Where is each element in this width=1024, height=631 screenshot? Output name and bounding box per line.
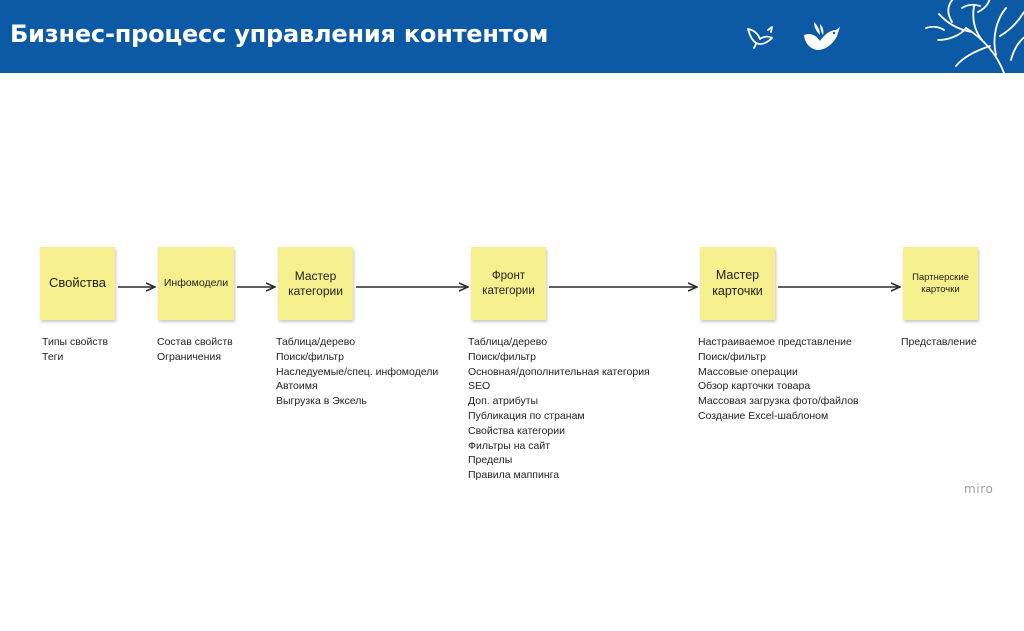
detail-item: Создание Excel-шаблоном: [698, 409, 829, 422]
sticky-note-label: Фронт категории: [482, 270, 535, 297]
bird-icon: [804, 22, 840, 50]
detail-item: Типы свойств: [42, 336, 109, 348]
detail-item: Свойства категории: [468, 424, 565, 437]
detail-item: Настраиваемое представление: [698, 336, 852, 348]
detail-item: Теги: [42, 350, 64, 363]
sticky-note-label: Свойства: [48, 275, 107, 291]
sticky-note-properties[interactable]: Свойства: [40, 247, 115, 320]
detail-item: Таблица/дерево: [276, 336, 356, 348]
detail-item: Основная/дополнительная категория: [468, 365, 650, 378]
detail-item: Поиск/фильтр: [698, 350, 766, 363]
header-bar: Бизнес-процесс управления контентом: [0, 0, 1024, 73]
tree-branches-icon: [925, 0, 1024, 73]
detail-item: Автоимя: [276, 380, 318, 393]
sticky-note-partner-cards[interactable]: Партнерские карточки: [903, 247, 978, 320]
detail-item: SEO: [468, 380, 491, 393]
sticky-note-front-categories[interactable]: Фронт категории: [471, 247, 546, 320]
sticky-note-master-categories[interactable]: Мастер категории: [278, 247, 353, 320]
stage-details-front-categories: Таблица/дерево Поиск/фильтр Основная/доп…: [468, 335, 650, 483]
detail-item: Правила маппинга: [468, 469, 560, 482]
detail-item: Наследуемые/спец. инфомодели: [276, 365, 439, 378]
sticky-note-label: Инфомодели: [163, 276, 229, 289]
detail-item: Обзор карточки товара: [698, 380, 811, 393]
page-title: Бизнес-процесс управления контентом: [10, 20, 549, 48]
detail-item: Состав свойств: [157, 336, 233, 348]
detail-item: Ограничения: [157, 350, 221, 363]
detail-item: Массовые операции: [698, 365, 798, 378]
stage-details-master-card: Настраиваемое представление Поиск/фильтр…: [698, 335, 859, 424]
stage-details-properties: Типы свойств Теги: [42, 335, 108, 365]
miro-watermark: miro: [964, 482, 994, 496]
detail-item: Поиск/фильтр: [468, 350, 536, 363]
stage-details-partner-cards: Представление: [901, 335, 977, 350]
stage-details-master-categories: Таблица/дерево Поиск/фильтр Наследуемые/…: [276, 335, 438, 409]
stage-details-infomodels: Состав свойств Ограничения: [157, 335, 233, 365]
sticky-note-master-card[interactable]: Мастер карточки: [700, 247, 775, 320]
detail-item: Таблица/дерево: [468, 336, 548, 348]
bird-icon: [747, 26, 773, 49]
sticky-note-infomodels[interactable]: Инфомодели: [158, 247, 234, 320]
detail-item: Доп. атрибуты: [468, 395, 539, 408]
sticky-note-label: Партнерские карточки: [912, 271, 969, 295]
sticky-note-label: Мастер карточки: [712, 267, 763, 298]
detail-item: Фильтры на сайт: [468, 439, 551, 452]
sticky-note-label: Мастер категории: [288, 268, 343, 298]
header-decoration: [747, 0, 1024, 73]
detail-item: Массовая загрузка фото/файлов: [698, 395, 859, 408]
detail-item: Пределы: [468, 454, 513, 467]
detail-item: Представление: [901, 336, 977, 348]
detail-item: Публикация по странам: [468, 409, 585, 422]
detail-item: Поиск/фильтр: [276, 350, 344, 363]
detail-item: Выгрузка в Эксель: [276, 395, 367, 408]
